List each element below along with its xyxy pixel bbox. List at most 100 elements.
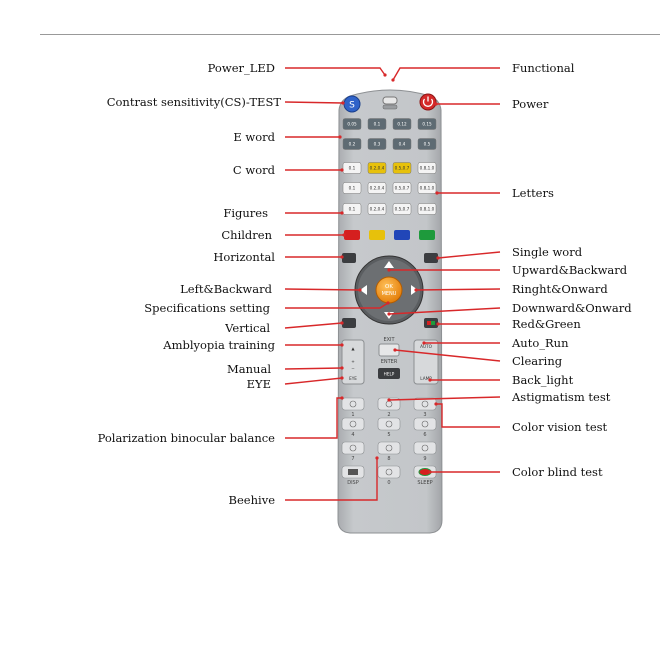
number-key-9[interactable]: 9 bbox=[413, 441, 437, 462]
leader-end-left-backward bbox=[358, 288, 362, 292]
number-key-face[interactable] bbox=[341, 417, 365, 431]
keypad-key-face[interactable] bbox=[392, 138, 412, 150]
keypad-key-face[interactable] bbox=[342, 182, 362, 194]
leader-end-manual bbox=[340, 366, 344, 370]
keypad-key[interactable]: 0.2,0.4 bbox=[367, 182, 387, 194]
leader-end-power-led bbox=[383, 73, 387, 77]
label-c-word: C word bbox=[233, 163, 276, 177]
help-button[interactable] bbox=[378, 368, 400, 379]
number-key-3[interactable]: 3 bbox=[413, 397, 437, 418]
number-key-label: 8 bbox=[387, 456, 390, 462]
keypad-key[interactable]: 0.1 bbox=[367, 118, 387, 130]
keypad-key[interactable]: 0.2,0.4 bbox=[367, 203, 387, 215]
single-word-button[interactable] bbox=[424, 253, 438, 263]
leader-lines bbox=[284, 67, 501, 501]
sleep-button[interactable]: SLEEP bbox=[413, 465, 437, 486]
keypad-key-face[interactable] bbox=[342, 118, 362, 130]
children-blue-key[interactable] bbox=[394, 230, 410, 240]
keypad-key-face[interactable] bbox=[392, 162, 412, 174]
horizontal-button[interactable] bbox=[342, 253, 356, 263]
number-key-5[interactable]: 5 bbox=[377, 417, 401, 438]
leader-end-amblyopia-training bbox=[340, 343, 344, 347]
keypad-key-face[interactable] bbox=[342, 203, 362, 215]
keypad-key-face[interactable] bbox=[367, 203, 387, 215]
eye-label: EYE bbox=[349, 376, 357, 381]
keypad-key[interactable]: 0.1 bbox=[342, 162, 362, 174]
number-key-face[interactable] bbox=[413, 417, 437, 431]
number-key-8[interactable]: 8 bbox=[377, 441, 401, 462]
keypad-key[interactable]: 0.8,1.0 bbox=[417, 162, 437, 174]
keypad-key[interactable]: 0.5 bbox=[417, 138, 437, 150]
keypad-key[interactable]: 0.1 bbox=[342, 182, 362, 194]
keypad-key[interactable]: 0.15 bbox=[417, 118, 437, 130]
keypad-key[interactable]: 0.05 bbox=[342, 118, 362, 130]
keypad-key[interactable]: 0.1 bbox=[342, 203, 362, 215]
keypad-key[interactable]: 0.4 bbox=[392, 138, 412, 150]
leader-end-color-vision-test bbox=[434, 402, 438, 406]
keypad-key[interactable]: 0.8,1.0 bbox=[417, 203, 437, 215]
keypad-key[interactable]: 0.3 bbox=[367, 138, 387, 150]
amblyopia-manual-rocker[interactable] bbox=[341, 339, 365, 385]
keypad-key[interactable]: 0.8,1.0 bbox=[417, 182, 437, 194]
number-key-face[interactable] bbox=[341, 397, 365, 411]
number-key-face[interactable] bbox=[377, 465, 401, 479]
number-key-6[interactable]: 6 bbox=[413, 417, 437, 438]
keypad-key-face[interactable] bbox=[367, 138, 387, 150]
keypad-key-face[interactable] bbox=[392, 118, 412, 130]
keypad-key[interactable]: 0.5,0.7 bbox=[392, 203, 412, 215]
number-key-4[interactable]: 4 bbox=[341, 417, 365, 438]
test-pattern-icon bbox=[385, 468, 393, 476]
keypad-key-face[interactable] bbox=[417, 162, 437, 174]
keypad-key-face[interactable] bbox=[417, 203, 437, 215]
label-upward-backward: Upward&Backward bbox=[512, 263, 628, 277]
keypad-key-face[interactable] bbox=[342, 138, 362, 150]
children-green-key[interactable] bbox=[419, 230, 435, 240]
keypad-key-face[interactable] bbox=[367, 118, 387, 130]
children-yellow-key[interactable] bbox=[369, 230, 385, 240]
keypad-key-face[interactable] bbox=[392, 182, 412, 194]
children-red-key[interactable] bbox=[344, 230, 360, 240]
left-arrow-icon[interactable] bbox=[360, 285, 367, 295]
ok-menu-button[interactable] bbox=[375, 276, 403, 304]
keypad-key-face[interactable] bbox=[417, 138, 437, 150]
keypad-key-face[interactable] bbox=[367, 162, 387, 174]
auto-lamp-rocker[interactable] bbox=[413, 339, 439, 385]
vertical-button[interactable] bbox=[342, 318, 356, 328]
power-button[interactable] bbox=[419, 93, 437, 111]
label-children: Children bbox=[221, 228, 272, 242]
keypad-key[interactable]: 0.2 bbox=[342, 138, 362, 150]
rocker-mid-text: + bbox=[351, 359, 355, 364]
number-key-1[interactable]: 1 bbox=[341, 397, 365, 418]
label-figures: Figures bbox=[223, 206, 268, 220]
number-key-face[interactable] bbox=[377, 417, 401, 431]
number-key-face[interactable] bbox=[341, 441, 365, 455]
leader-end-downward-onward bbox=[387, 312, 391, 316]
functional-button[interactable] bbox=[382, 104, 398, 110]
keypad-key[interactable]: 0.2,0.4 bbox=[367, 162, 387, 174]
leader-functional bbox=[392, 67, 500, 81]
keypad-key-face[interactable] bbox=[367, 182, 387, 194]
keypad-key-label: 0.2,0.4 bbox=[370, 186, 385, 191]
test-pattern-icon bbox=[349, 420, 357, 428]
number-key-0[interactable]: 0 bbox=[377, 465, 401, 486]
disp-button[interactable]: DISP bbox=[341, 465, 365, 486]
label-letters: Letters bbox=[512, 186, 554, 200]
keypad-key-face[interactable] bbox=[417, 118, 437, 130]
up-arrow-icon[interactable] bbox=[384, 261, 394, 268]
keypad-key-face[interactable] bbox=[417, 182, 437, 194]
keypad-key-face[interactable] bbox=[392, 203, 412, 215]
keypad-key-label: 0.8,1.0 bbox=[420, 207, 435, 212]
number-key-face[interactable] bbox=[377, 441, 401, 455]
keypad-key-face[interactable] bbox=[342, 162, 362, 174]
leader-power-led bbox=[285, 67, 386, 76]
number-key-face[interactable] bbox=[377, 397, 401, 411]
keypad-key[interactable]: 0.5,0.7 bbox=[392, 162, 412, 174]
leader-end-upward-backward bbox=[387, 268, 391, 272]
leader-ringht-onward bbox=[415, 288, 501, 291]
number-key-face[interactable] bbox=[413, 441, 437, 455]
keypad-key[interactable]: 0.5,0.7 bbox=[392, 182, 412, 194]
number-key-7[interactable]: 7 bbox=[341, 441, 365, 462]
keypad-key[interactable]: 0.12 bbox=[392, 118, 412, 130]
leader-end-beehive bbox=[375, 456, 379, 460]
